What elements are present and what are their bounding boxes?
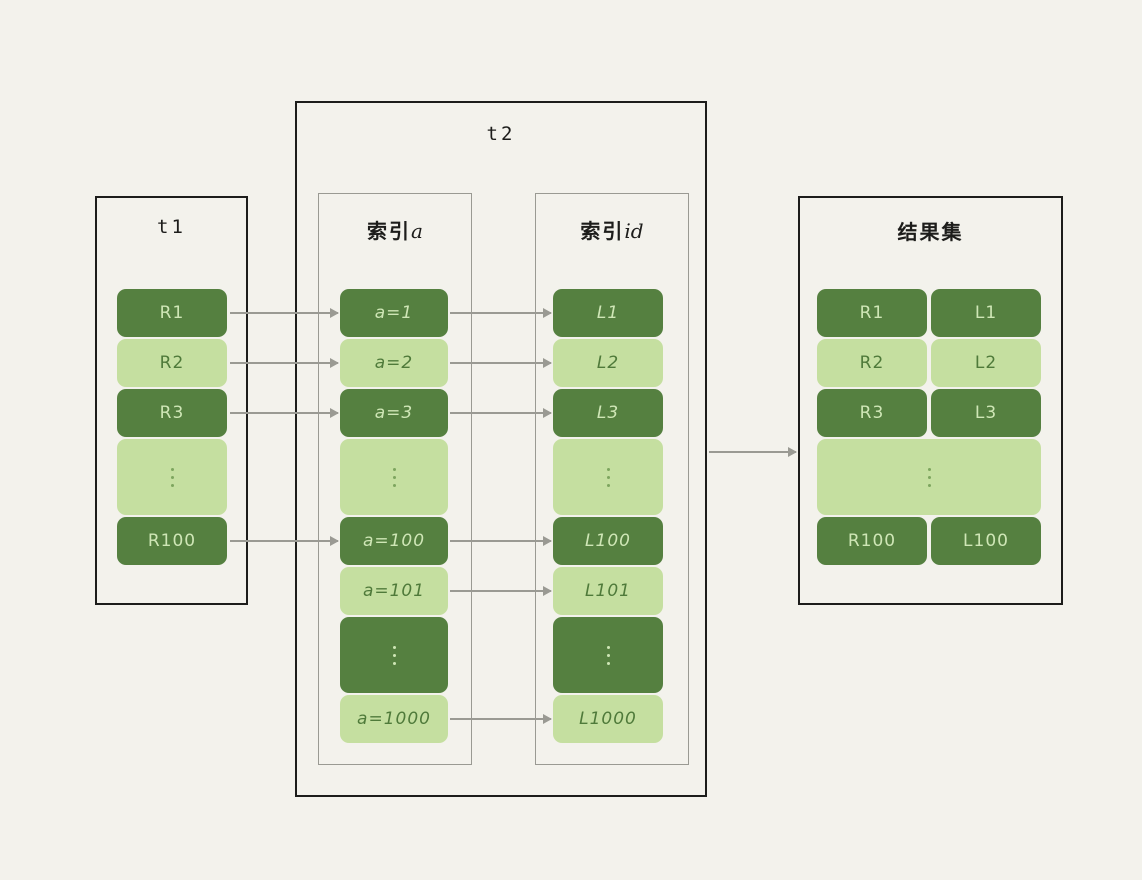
index-a-row-1[interactable]: a=2 <box>340 339 448 387</box>
arrow-index-a-to-index-id-4 <box>450 586 552 596</box>
cell-label: L100 <box>963 531 1009 551</box>
cell-label: a=1 <box>374 303 414 323</box>
ellipsis-icon <box>927 467 931 487</box>
arrow-t1-to-index-a-1 <box>230 358 339 368</box>
t1-row-2[interactable]: R3 <box>117 389 227 437</box>
index-id-row-3[interactable] <box>553 439 663 515</box>
cell-label: a=1000 <box>357 709 431 729</box>
index-a-row-5[interactable]: a=101 <box>340 567 448 615</box>
cell-label: a=3 <box>374 403 414 423</box>
index-id-row-0[interactable]: L1 <box>553 289 663 337</box>
index-a-row-2[interactable]: a=3 <box>340 389 448 437</box>
cell-label: R100 <box>147 531 197 551</box>
t1-row-1[interactable]: R2 <box>117 339 227 387</box>
result-row-1-left[interactable]: R2 <box>817 339 927 387</box>
result-row-4-left[interactable]: R100 <box>817 517 927 565</box>
subpanel-index-id-title: 索引id <box>535 215 689 244</box>
cell-label: L3 <box>596 403 620 423</box>
index-a-row-7[interactable]: a=1000 <box>340 695 448 743</box>
cell-label: L3 <box>974 403 998 423</box>
ellipsis-icon <box>170 467 174 487</box>
arrow-t1-to-index-a-3 <box>230 536 339 546</box>
result-row-2-right[interactable]: L3 <box>931 389 1041 437</box>
cell-label: a=2 <box>374 353 414 373</box>
arrow-index-a-to-index-id-2 <box>450 408 552 418</box>
arrow-index-a-to-index-id-1 <box>450 358 552 368</box>
result-row-2-left[interactable]: R3 <box>817 389 927 437</box>
index-id-row-1[interactable]: L2 <box>553 339 663 387</box>
panel-t2-title: t2 <box>486 123 516 145</box>
cell-label: R2 <box>159 353 185 373</box>
cell-label: L1 <box>596 303 620 323</box>
arrow-index-a-to-index-id-5 <box>450 714 552 724</box>
panel-result-set-title: 结果集 <box>897 220 964 244</box>
cell-label: L1 <box>974 303 998 323</box>
index-id-row-6[interactable] <box>553 617 663 693</box>
t1-row-0[interactable]: R1 <box>117 289 227 337</box>
ellipsis-icon <box>606 467 610 487</box>
t1-row-4[interactable]: R100 <box>117 517 227 565</box>
index-a-row-3[interactable] <box>340 439 448 515</box>
arrow-t2-to-result-set <box>709 447 797 457</box>
result-row-0-right[interactable]: L1 <box>931 289 1041 337</box>
index-id-row-5[interactable]: L101 <box>553 567 663 615</box>
arrow-t1-to-index-a-2 <box>230 408 339 418</box>
cell-label: R3 <box>859 403 885 423</box>
result-row-0-left[interactable]: R1 <box>817 289 927 337</box>
t1-row-3[interactable] <box>117 439 227 515</box>
index-a-title-cjk: 索引 <box>367 219 412 243</box>
index-id-title-cjk: 索引 <box>580 219 625 243</box>
result-row-3[interactable] <box>817 439 1041 515</box>
cell-label: a=100 <box>362 531 426 551</box>
panel-t1-title: t1 <box>157 216 186 238</box>
index-a-title-latin: a <box>411 219 423 243</box>
arrow-t1-to-index-a-0 <box>230 308 339 318</box>
index-a-row-0[interactable]: a=1 <box>340 289 448 337</box>
arrow-index-a-to-index-id-0 <box>450 308 552 318</box>
index-id-row-7[interactable]: L1000 <box>553 695 663 743</box>
cell-label: L101 <box>585 581 631 601</box>
cell-label: R3 <box>159 403 185 423</box>
cell-label: L2 <box>974 353 998 373</box>
result-row-1-right[interactable]: L2 <box>931 339 1041 387</box>
cell-label: L2 <box>596 353 620 373</box>
cell-label: R1 <box>859 303 885 323</box>
cell-label: R2 <box>859 353 885 373</box>
cell-label: R1 <box>159 303 185 323</box>
subpanel-index-id <box>535 193 689 765</box>
index-id-row-4[interactable]: L100 <box>553 517 663 565</box>
index-id-row-2[interactable]: L3 <box>553 389 663 437</box>
ellipsis-icon <box>392 467 396 487</box>
ellipsis-icon <box>606 645 610 665</box>
result-row-4-right[interactable]: L100 <box>931 517 1041 565</box>
subpanel-index-a <box>318 193 472 765</box>
subpanel-index-a-title: 索引a <box>318 215 472 244</box>
cell-label: L1000 <box>579 709 637 729</box>
index-a-row-4[interactable]: a=100 <box>340 517 448 565</box>
ellipsis-icon <box>392 645 396 665</box>
index-id-title-latin: id <box>624 219 644 243</box>
cell-label: L100 <box>585 531 631 551</box>
cell-label: R100 <box>847 531 897 551</box>
index-a-row-6[interactable] <box>340 617 448 693</box>
arrow-index-a-to-index-id-3 <box>450 536 552 546</box>
cell-label: a=101 <box>362 581 426 601</box>
